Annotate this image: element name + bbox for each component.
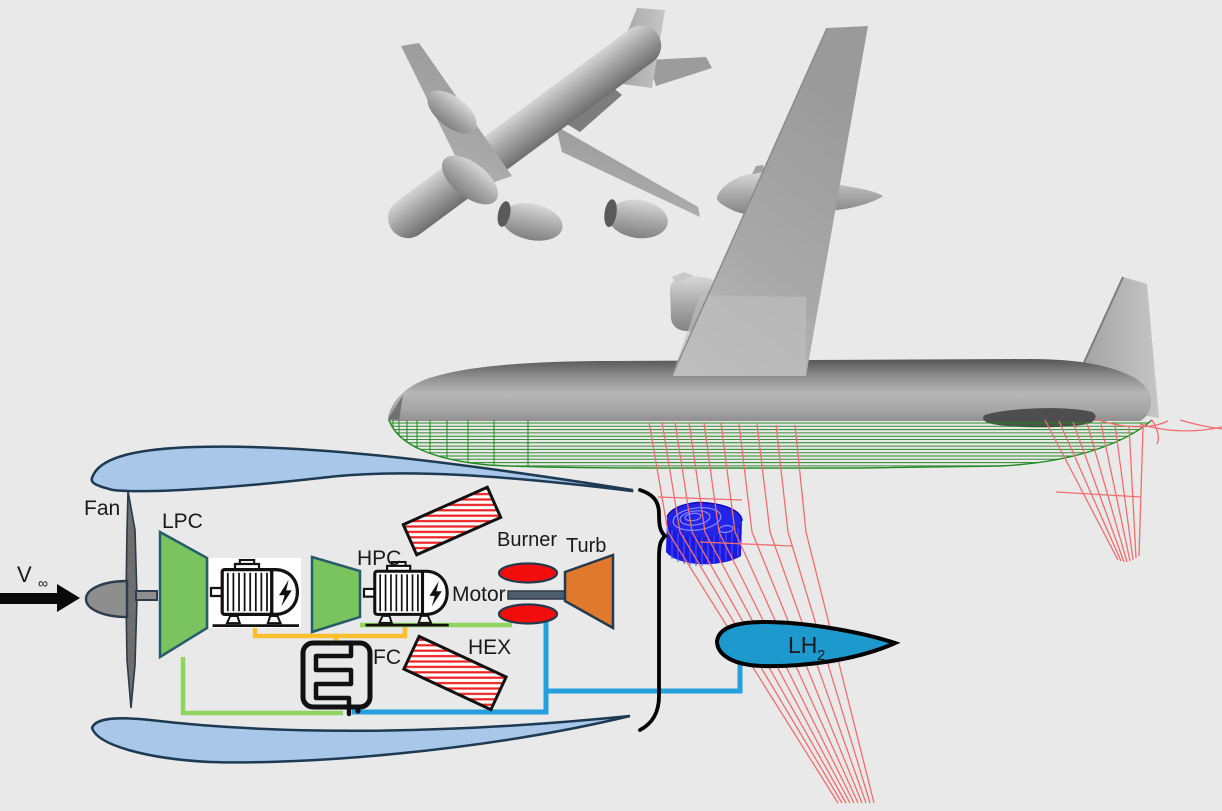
fuselage	[388, 359, 1152, 421]
wing-wireframe	[648, 418, 1222, 804]
burner-icon-top	[497, 562, 559, 584]
aircraft-render-side	[388, 26, 1159, 469]
tank-label: LH	[788, 632, 817, 658]
inner-engine-pod-lip	[672, 272, 694, 283]
nacelle-bottom-cowl	[90, 714, 631, 764]
small-engine-4	[608, 199, 668, 239]
turbine-shaft	[507, 590, 567, 600]
wing-engine-pod-fin	[752, 165, 765, 174]
fan-shaft	[135, 590, 158, 601]
lpc-label: LPC	[162, 510, 203, 533]
engine-schematic	[84, 445, 743, 764]
turbine-icon	[563, 553, 615, 631]
small-engine-2	[441, 155, 499, 205]
main-wing	[672, 26, 868, 376]
small-right-tailplane	[648, 57, 712, 86]
freestream-label: V	[17, 562, 32, 587]
freestream-label-subscript: ∞	[38, 575, 48, 591]
turbine-label: Turb	[566, 535, 606, 557]
aircraft-render-top	[388, 8, 712, 241]
motor-label: Motor	[452, 583, 506, 606]
freestream-arrow	[0, 584, 80, 612]
power-line-lpc-fc	[180, 657, 343, 716]
heat-exchanger-label: HEX	[468, 636, 511, 659]
belly-wireframe	[388, 419, 1153, 469]
lpc-compressor	[158, 529, 209, 660]
heat-exchanger-icon-bottom	[401, 634, 509, 712]
fuel-cell-icon	[300, 640, 373, 717]
nose-tip	[388, 395, 403, 420]
small-engine-3	[501, 203, 563, 241]
curly-brace	[638, 488, 668, 732]
nacelle-top-cowl	[90, 445, 634, 493]
main-wing-root-shade	[672, 295, 806, 376]
heat-exchanger-icon-top	[401, 485, 503, 557]
electric-motor-icon	[362, 560, 451, 627]
small-right-wing	[556, 126, 700, 217]
fan-blade	[125, 490, 138, 709]
lh2-tank: LH 2	[714, 619, 901, 669]
fuel-cell-label: FC	[373, 646, 401, 669]
hpc-label: HPC	[357, 547, 401, 570]
tank-label-subscript: 2	[817, 647, 825, 664]
burner-icon-bottom	[497, 603, 559, 625]
hydrogen-pipe	[352, 621, 743, 715]
small-engine-1	[427, 90, 477, 134]
small-left-tailplane	[560, 85, 622, 132]
hpc-compressor	[310, 555, 362, 634]
spinner	[84, 579, 129, 619]
fan-label: Fan	[84, 497, 120, 520]
burner-label: Burner	[497, 529, 557, 551]
engine-location-marker	[666, 501, 743, 566]
